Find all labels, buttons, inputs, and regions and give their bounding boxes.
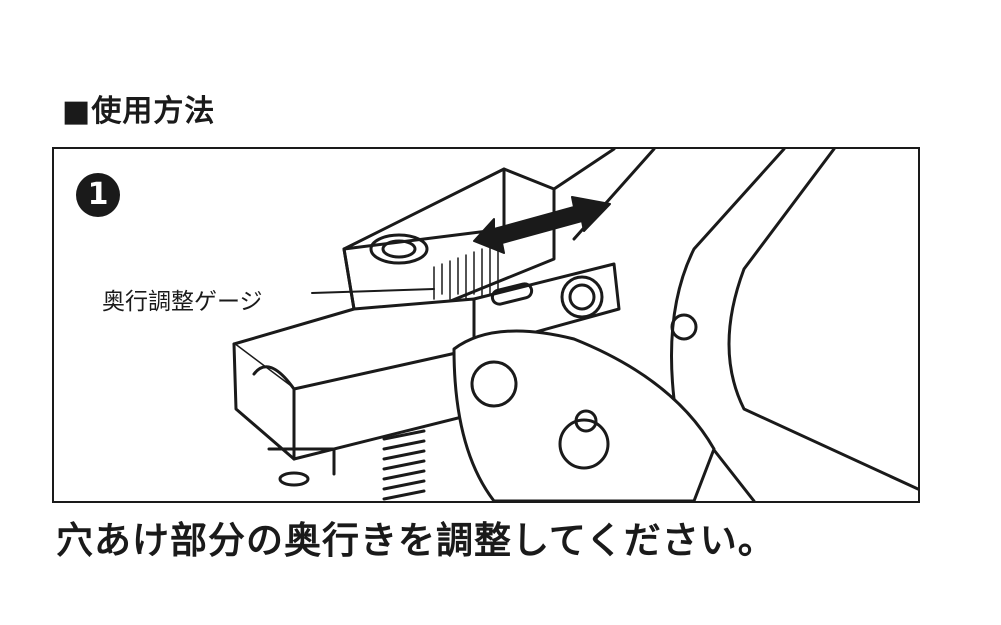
punch-tool-illustration bbox=[232, 149, 918, 501]
illustration-frame: 1 奥行調整ゲージ bbox=[52, 147, 920, 503]
page-title: ■使用方法 bbox=[62, 94, 216, 129]
callout-leader-line bbox=[311, 288, 435, 294]
gauge-scale bbox=[433, 242, 499, 300]
double-arrow-icon bbox=[473, 196, 611, 254]
depth-gauge-label: 奥行調整ゲージ bbox=[102, 282, 265, 316]
instruction-caption: 穴あけ部分の奥行きを調整してください。 bbox=[56, 519, 776, 562]
step-number-badge: 1 bbox=[76, 173, 120, 217]
